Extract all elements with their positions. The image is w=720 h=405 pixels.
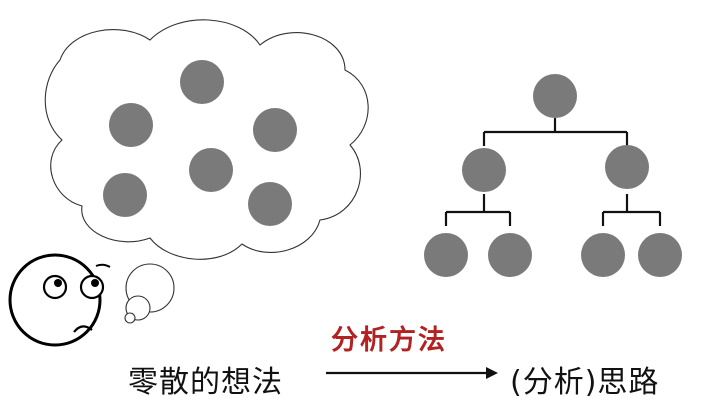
cloud-bubble-small	[125, 313, 135, 323]
right-arrow-icon	[326, 367, 498, 379]
puzzled-face-icon	[10, 255, 110, 345]
tree-node-level2	[462, 148, 506, 192]
scattered-thoughts-label: 零散的想法	[128, 357, 283, 401]
scattered-node	[189, 148, 233, 192]
scattered-node	[180, 60, 224, 104]
scattered-node	[109, 103, 153, 147]
method-label: 分析方法	[331, 318, 447, 357]
tree-node-leaf	[424, 233, 468, 277]
cloud-outline	[45, 20, 368, 259]
scattered-node	[253, 108, 297, 152]
tree-nodes	[424, 74, 682, 277]
structured-thinking-label: (分析)思路	[510, 357, 659, 401]
tree-node-leaf	[638, 233, 682, 277]
tree-node-leaf	[581, 233, 625, 277]
tree-node-level2	[605, 145, 649, 189]
tree-node-leaf	[488, 233, 532, 277]
scattered-node	[248, 182, 292, 226]
tree-diagram	[424, 74, 682, 277]
tree-node-root	[533, 74, 577, 118]
scattered-node	[103, 173, 147, 217]
